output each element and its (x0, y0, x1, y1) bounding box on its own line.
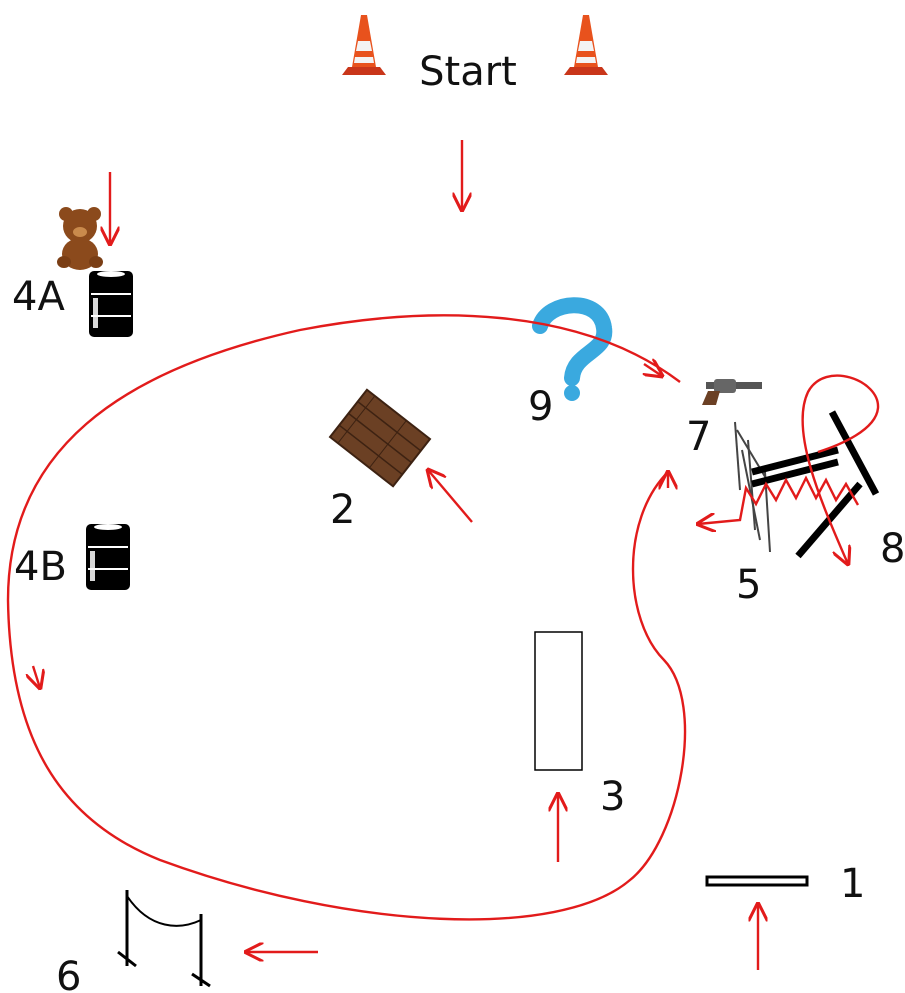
traffic-cone-icon (564, 15, 608, 75)
oil-barrel-icon (86, 524, 130, 590)
station-3-label: 3 (600, 774, 625, 820)
plank-icon (705, 875, 809, 887)
rope-gate-icon (117, 890, 211, 988)
teddy-bear-icon (57, 207, 103, 270)
jump-poles-icon (751, 410, 880, 559)
main-loop-path (6, 314, 687, 921)
station-4b-label: 4B (14, 544, 67, 590)
rectangle-box-icon (534, 631, 583, 771)
oil-barrel-icon (89, 271, 133, 337)
station-6-label: 6 (56, 954, 81, 993)
station-8-label: 8 (880, 526, 905, 572)
loop-arrow-top (644, 364, 662, 376)
revolver-icon (702, 379, 762, 405)
loop-path-8 (801, 374, 880, 564)
wooden-crate-icon (328, 388, 432, 488)
station-1-label: 1 (840, 861, 865, 907)
station-2-label: 2 (330, 487, 355, 533)
station-7-label: 7 (686, 414, 711, 460)
crate-arrow (428, 470, 473, 523)
zigzag-path-5 (698, 475, 860, 524)
station-4a-label: 4A (12, 274, 65, 320)
question-mark-icon (532, 297, 613, 401)
station-9-label: 9 (528, 384, 553, 430)
station-5-label: 5 (736, 562, 761, 608)
traffic-cone-icon (342, 15, 386, 75)
start-label: Start (419, 49, 517, 95)
loop-arrow-left (33, 665, 40, 688)
